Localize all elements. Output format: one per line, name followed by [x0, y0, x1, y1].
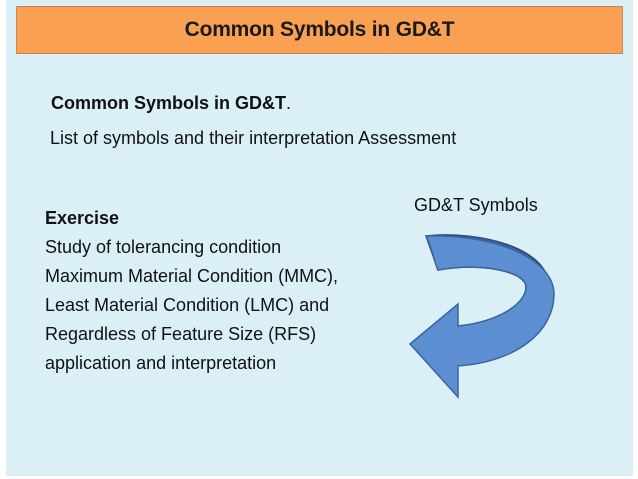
content-panel: Common Symbols in GD&T	[6, 0, 633, 476]
exercise-line: Regardless of Feature Size (RFS)	[45, 324, 317, 344]
exercise-block: Exercise Study of tolerancing condition …	[45, 204, 338, 378]
curved-u-turn-arrow-icon	[408, 234, 555, 399]
exercise-line: Least Material Condition (LMC) and	[45, 295, 330, 315]
exercise-line: Study of tolerancing condition	[45, 237, 282, 257]
gdt-symbols-label: GD&T Symbols	[414, 195, 538, 215]
slide-title: Common Symbols in GD&T	[184, 18, 455, 41]
symbols-list-line: List of symbols and their interpretation…	[50, 128, 457, 148]
exercise-line: Maximum Material Condition (MMC),	[45, 266, 339, 286]
subheading: Common Symbols in GD&T.	[51, 93, 291, 114]
exercise-line: application and interpretation	[45, 353, 277, 373]
title-bar: Common Symbols in GD&T	[16, 6, 623, 54]
subheading-bold: Common Symbols in GD&T	[51, 93, 287, 113]
subheading-suffix: .	[286, 93, 292, 113]
exercise-title: Exercise	[45, 208, 120, 228]
